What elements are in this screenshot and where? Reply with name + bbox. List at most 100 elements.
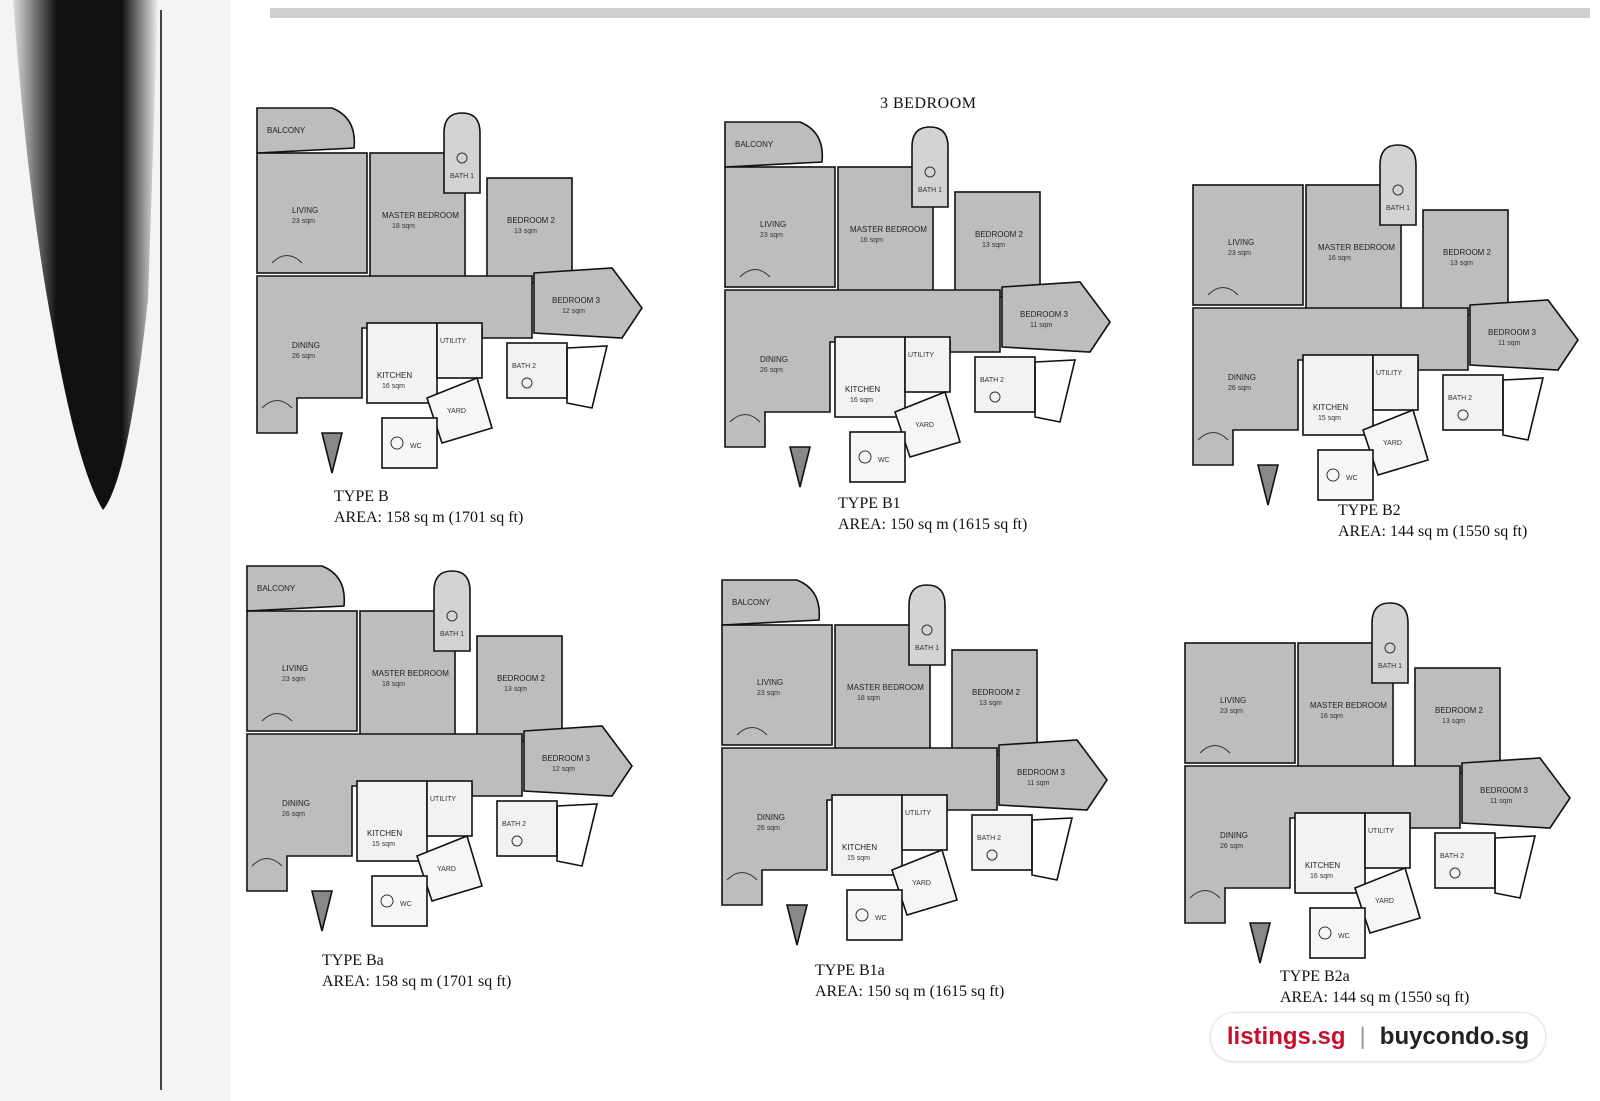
plan-area: AREA: 144 sq m (1550 sq ft)	[1280, 989, 1470, 1006]
kitchen	[831, 794, 903, 876]
living-area: 23 sqm	[1220, 708, 1243, 715]
living-room	[246, 610, 358, 732]
living-area: 23 sqm	[282, 676, 305, 683]
bedroom-3	[1461, 757, 1571, 829]
dining-room	[1192, 307, 1469, 466]
plan-caption-2: TYPE B1 AREA: 150 sq m (1615 sq ft)	[838, 493, 1027, 535]
bedroom3-area: 11 sqm	[1027, 780, 1050, 787]
bedroom3-label: BEDROOM 3	[542, 754, 591, 763]
plan-area: AREA: 144 sq m (1550 sq ft)	[1338, 523, 1528, 540]
bedroom3-area: 11 sqm	[1030, 322, 1053, 329]
dining-room	[724, 289, 1001, 448]
bath2-fixture	[511, 835, 523, 847]
dining-label: DINING	[757, 813, 785, 822]
master-label: MASTER BEDROOM	[850, 225, 927, 234]
kitchen-area: 16 sqm	[1310, 873, 1333, 880]
bedroom3-area: 12 sqm	[552, 766, 575, 773]
dining-door-swing	[1197, 432, 1229, 441]
kitchen-label: KITCHEN	[842, 843, 877, 852]
balcony	[256, 107, 356, 154]
living-door-swing	[736, 727, 768, 736]
floor-plan-4: BALCONY LIVING 23 sqm MASTER BEDROOM 18 …	[222, 556, 662, 956]
plan-caption-6: TYPE B2a AREA: 144 sq m (1550 sq ft)	[1280, 966, 1469, 1008]
balcony-label: BALCONY	[267, 126, 306, 135]
plan-type: TYPE B1	[838, 495, 901, 512]
yard-label: YARD	[447, 408, 466, 415]
kitchen	[834, 336, 906, 418]
bath2-fixture	[1449, 867, 1461, 879]
bedroom-2	[486, 177, 573, 284]
kitchen-area: 15 sqm	[847, 855, 870, 862]
living-door-swing	[271, 255, 303, 264]
bedroom2-area: 13 sqm	[979, 700, 1002, 707]
living-label: LIVING	[1220, 696, 1246, 705]
bedroom2-area: 13 sqm	[514, 228, 537, 235]
floor-plan-2: BALCONY LIVING 23 sqm MASTER BEDROOM 16 …	[700, 112, 1140, 512]
master-area: 18 sqm	[857, 695, 880, 702]
living-room	[1192, 184, 1304, 306]
plan-type: TYPE Ba	[322, 952, 384, 969]
bedroom-2	[951, 649, 1038, 756]
bath-2	[506, 342, 568, 399]
master-label: MASTER BEDROOM	[1310, 701, 1387, 710]
plan-caption-4: TYPE Ba AREA: 158 sq m (1701 sq ft)	[322, 950, 511, 992]
kitchen-label: KITCHEN	[1313, 403, 1348, 412]
plan-area: AREA: 150 sq m (1615 sq ft)	[815, 983, 1005, 1000]
balcony	[721, 579, 821, 626]
utility-room	[1372, 354, 1419, 411]
bath1-fixture	[924, 166, 936, 178]
plan-area: AREA: 158 sq m (1701 sq ft)	[334, 509, 524, 526]
dining-area: 26 sqm	[292, 353, 315, 360]
bath2-label: BATH 2	[977, 835, 1001, 842]
plan-caption-5: TYPE B1a AREA: 150 sq m (1615 sq ft)	[815, 960, 1004, 1002]
bath2-label: BATH 2	[1440, 853, 1464, 860]
plan-type: TYPE B1a	[815, 962, 885, 979]
bedroom-2	[476, 635, 563, 742]
dining-area: 26 sqm	[760, 367, 783, 374]
kitchen-label: KITCHEN	[1305, 861, 1340, 870]
bedroom2-label: BEDROOM 2	[972, 688, 1021, 697]
bath2-label: BATH 2	[512, 363, 536, 370]
bedroom2-area: 13 sqm	[1442, 718, 1465, 725]
dining-door-swing	[726, 872, 758, 881]
bedroom-3	[1469, 299, 1579, 371]
plan-area: AREA: 150 sq m (1615 sq ft)	[838, 516, 1028, 533]
page-edge	[160, 10, 222, 1090]
balcony	[246, 565, 346, 612]
wc-label: WC	[1338, 933, 1350, 940]
balcony	[724, 121, 824, 168]
bedroom3-label: BEDROOM 3	[1017, 768, 1066, 777]
bath-2	[496, 800, 558, 857]
living-area: 23 sqm	[1228, 250, 1251, 257]
living-room	[1184, 642, 1296, 764]
bedroom2-area: 13 sqm	[504, 686, 527, 693]
dining-label: DINING	[282, 799, 310, 808]
master-area: 16 sqm	[1328, 255, 1351, 262]
bath1-fixture	[446, 610, 458, 622]
plan-caption-3: TYPE B2 AREA: 144 sq m (1550 sq ft)	[1338, 500, 1527, 542]
master-label: MASTER BEDROOM	[372, 669, 449, 678]
master-area: 16 sqm	[1320, 713, 1343, 720]
bedroom3-area: 12 sqm	[562, 308, 585, 315]
living-area: 23 sqm	[757, 690, 780, 697]
page-title: 3 BEDROOM	[880, 95, 977, 112]
kitchen-area: 15 sqm	[372, 841, 395, 848]
floor-plan-3: LIVING 23 sqm MASTER BEDROOM 16 sqm BATH…	[1168, 130, 1600, 530]
bath1-label: BATH 1	[440, 631, 464, 638]
utility-label: UTILITY	[430, 796, 456, 803]
utility-label: UTILITY	[440, 338, 466, 345]
bedroom-3	[533, 267, 643, 339]
entrance-marker	[320, 432, 344, 474]
bedroom3-label: BEDROOM 3	[1020, 310, 1069, 319]
floor-plan-5: BALCONY LIVING 23 sqm MASTER BEDROOM 18 …	[697, 570, 1137, 970]
bath1-label: BATH 1	[918, 187, 942, 194]
brand-separator: |	[1359, 1023, 1366, 1050]
living-label: LIVING	[1228, 238, 1254, 247]
bath-2	[1442, 374, 1504, 431]
wc-fixture	[380, 894, 394, 908]
dining-room	[246, 733, 523, 892]
bedroom2-label: BEDROOM 2	[975, 230, 1024, 239]
bath1-fixture	[1384, 642, 1396, 654]
master-area: 18 sqm	[382, 681, 405, 688]
utility-room	[904, 336, 951, 393]
